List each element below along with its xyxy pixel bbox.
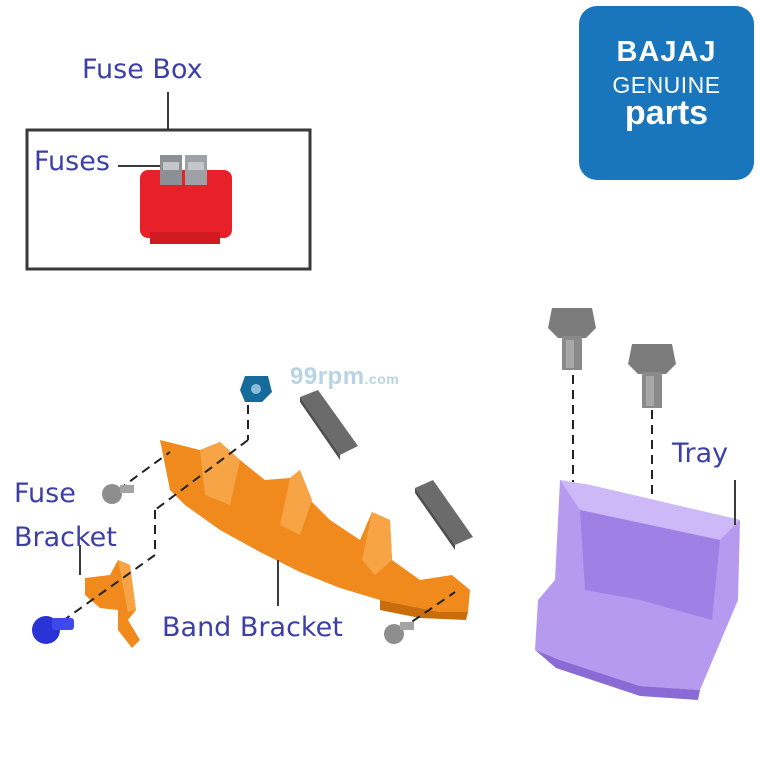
fuse-bracket-label-line1: Fuse	[14, 478, 76, 509]
fuse-bracket-part	[85, 560, 140, 648]
fuses-label: Fuses	[34, 146, 110, 177]
watermark-main: 99rpm	[290, 363, 365, 390]
tray-bolt	[628, 344, 676, 408]
fuse-bracket-label-line2: Bracket	[14, 522, 117, 553]
tray-label: Tray	[672, 438, 729, 469]
watermark: 99rpm.com	[290, 363, 399, 391]
rubber-pad	[415, 480, 473, 550]
band-bracket-part	[160, 440, 470, 620]
nut	[240, 376, 272, 402]
screw	[32, 616, 74, 644]
logo-line-brand: BAJAJ	[616, 36, 717, 68]
fuse-component	[140, 155, 232, 244]
fuse-box-label: Fuse Box	[82, 54, 203, 85]
rubber-pad	[300, 390, 358, 460]
watermark-suffix: .com	[364, 371, 400, 387]
bajaj-genuine-parts-logo: BAJAJ GENUINE parts	[579, 6, 754, 180]
tray-part	[535, 480, 740, 700]
logo-line-parts: parts	[624, 94, 709, 133]
small-bolt	[102, 484, 134, 504]
band-bracket-label: Band Bracket	[162, 612, 343, 643]
logo-line-genuine: GENUINE	[612, 72, 721, 98]
tray-bolt	[548, 308, 596, 370]
small-bolt	[384, 622, 414, 644]
